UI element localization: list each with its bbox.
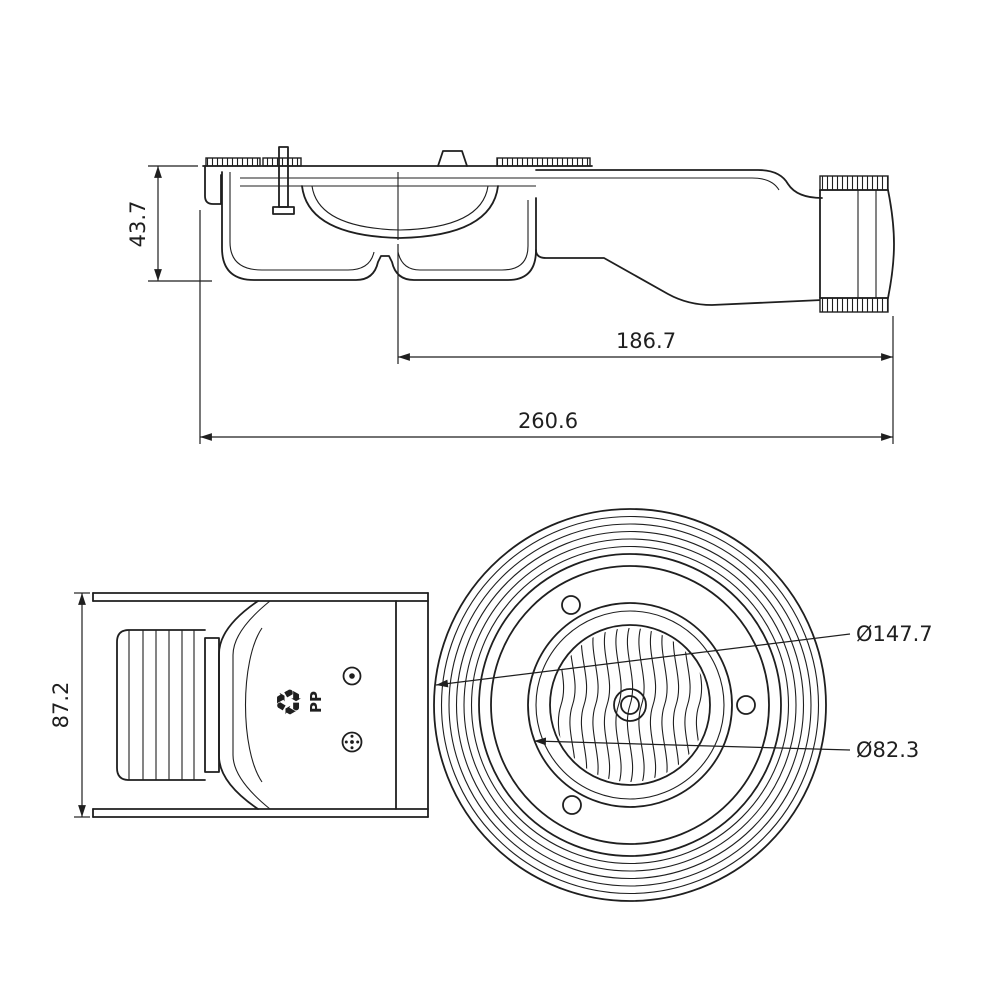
leader-dim-outer: Ø147.7: [435, 622, 933, 688]
dim-label-height: 43.7: [126, 201, 150, 248]
dim-label-grate-diameter: Ø82.3: [856, 738, 919, 762]
screw-detail: [341, 731, 363, 753]
outlet-housing-top-inner: [536, 177, 780, 191]
bowl-outer: [301, 185, 499, 239]
flange-knurl-mid: [262, 157, 302, 167]
grate-rim: [549, 624, 711, 786]
dim-outlet-186-7: 186.7: [397, 244, 894, 444]
dim-label-outer-diameter: Ø147.7: [856, 622, 933, 646]
outlet-housing-top: [535, 169, 823, 199]
bottom-view: ♻ PP 87.2: [49, 592, 429, 818]
leader-dim-grate: Ø82.3: [533, 737, 919, 762]
recycle-icon: ♻: [270, 687, 310, 717]
trap-body-inner-left: [229, 172, 375, 271]
dim-height-43-7: 43.7: [126, 165, 212, 282]
lifting-tab: [437, 150, 468, 167]
dim-label-overall: 260.6: [518, 409, 578, 433]
material-label: PP: [307, 691, 325, 713]
hub-inner: [620, 695, 640, 715]
bottom-view-part: ♻ PP: [92, 592, 429, 818]
bowl-inner: [311, 185, 489, 231]
grate-ring-inner: [535, 610, 725, 800]
left-clip: [204, 165, 222, 205]
screw-hole-right: [736, 695, 756, 715]
trap-body-inner-right: [397, 200, 529, 271]
flange-face-circle: [490, 565, 770, 845]
nut-flange: [204, 637, 220, 773]
gasket-ribs: [433, 508, 827, 902]
side-view-part: [202, 146, 895, 313]
outlet-nut-side: [116, 629, 206, 781]
grate-ring-outer: [527, 602, 733, 808]
screw-hole-top: [561, 595, 581, 615]
body-inner-curve: [232, 600, 271, 810]
dim-height-87-2: 87.2: [49, 592, 90, 818]
flange-knurl-left: [205, 157, 261, 167]
flange-knurl-right: [496, 157, 591, 167]
trap-body-outer: [221, 171, 537, 281]
pin-detail: [342, 666, 362, 686]
screw-hole-bottom: [562, 795, 582, 815]
outlet-housing-bottom: [535, 249, 823, 306]
dim-label-outlet: 186.7: [616, 329, 676, 353]
side-view: 43.7 186.7 260.6: [126, 146, 895, 444]
body-arch: [245, 627, 263, 783]
compression-nut: [819, 175, 895, 313]
dim-overall-260-6: 260.6: [199, 210, 893, 444]
hub-outer: [613, 688, 647, 722]
material-mark: ♻ PP: [270, 687, 325, 717]
dim-label-bottom-height: 87.2: [49, 682, 73, 729]
